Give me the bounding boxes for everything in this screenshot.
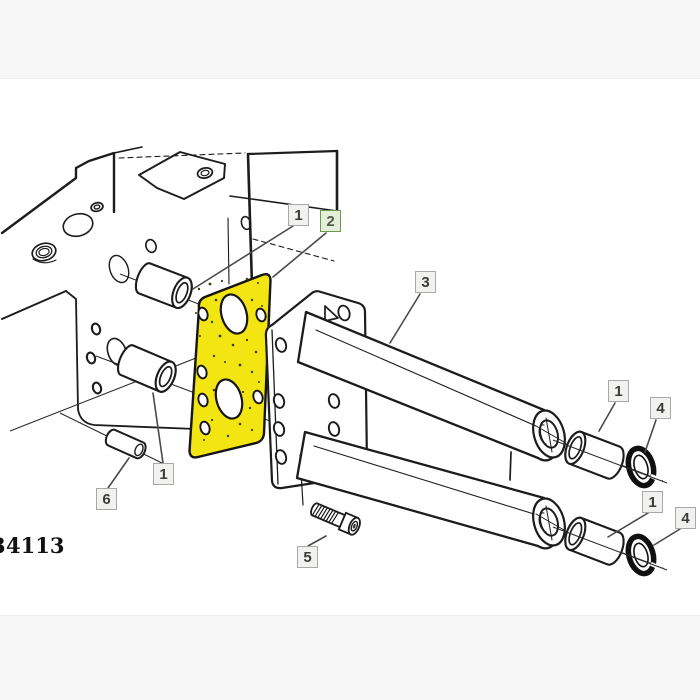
bushing-frame-lower [116, 344, 177, 393]
callout-2-highlighted[interactable]: 2 [320, 210, 341, 232]
seal-ring-upper [625, 445, 663, 489]
callout-5[interactable]: 5 [297, 546, 318, 568]
callout-4-lower[interactable]: 4 [675, 507, 696, 529]
tube-upper [296, 310, 566, 462]
callout-3[interactable]: 3 [415, 271, 436, 293]
gasket-plate-highlighted[interactable] [188, 272, 272, 459]
callout-1-right-lower[interactable]: 1 [642, 491, 663, 513]
flange-holes [272, 337, 341, 465]
callout-1-left[interactable]: 1 [153, 463, 174, 485]
figure-number: 3 4113 [0, 533, 70, 559]
axis-overlays [552, 439, 668, 571]
gasket-speckle-texture [195, 277, 263, 441]
hitch-support [264, 290, 566, 550]
callout-4-upper[interactable]: 4 [650, 397, 671, 419]
bolt [310, 502, 361, 536]
figure-number-partial-glyph: 3 [0, 533, 5, 558]
callout-6[interactable]: 6 [96, 488, 117, 510]
callout-1-right-upper[interactable]: 1 [608, 380, 629, 402]
bushing-frame-upper [134, 262, 193, 310]
pin [104, 428, 147, 460]
bushing-loose-lower [564, 516, 625, 566]
top-band [0, 0, 700, 78]
gasket-holes [196, 293, 267, 436]
callout-1-top[interactable]: 1 [288, 204, 309, 226]
leader-lines [107, 225, 681, 547]
tube-lower [295, 430, 566, 550]
bottom-band [0, 616, 700, 700]
